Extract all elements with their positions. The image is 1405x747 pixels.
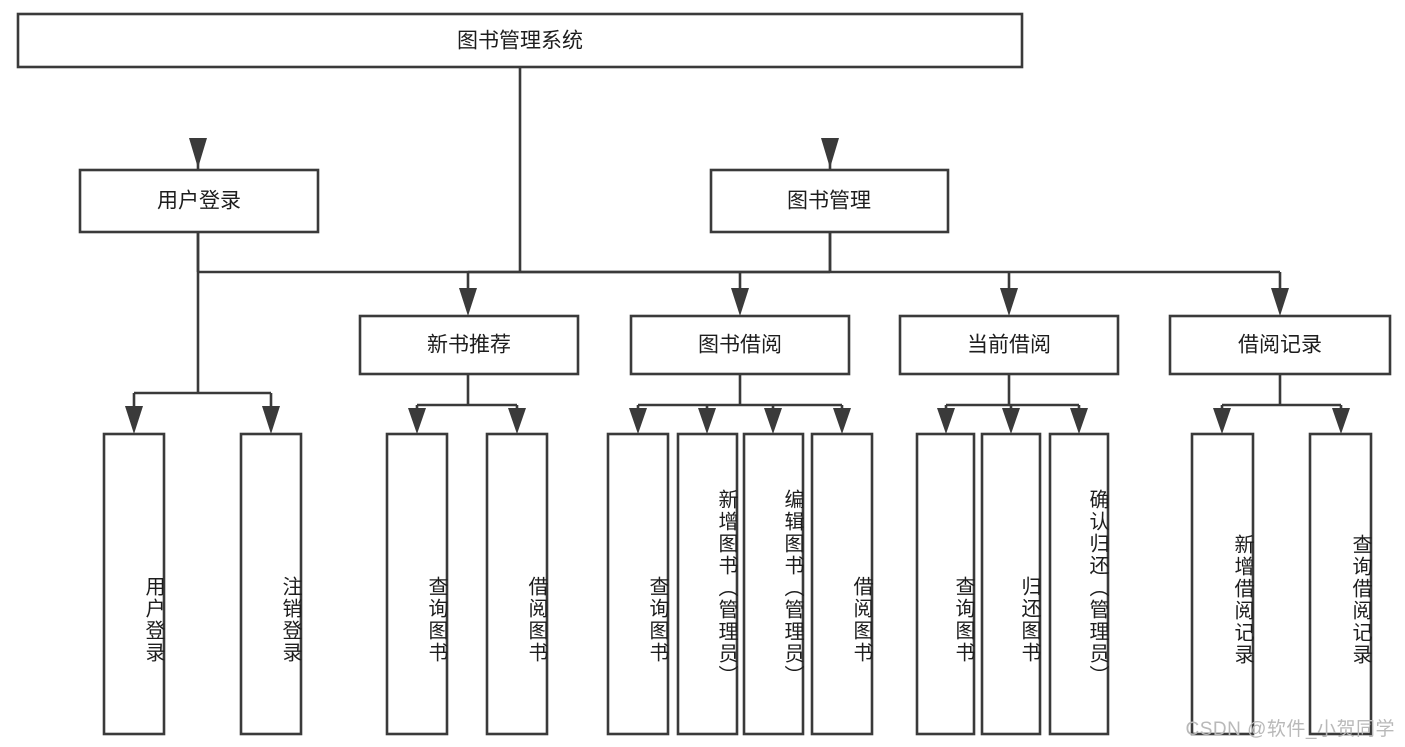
node-box-leaf-logout[interactable] — [239, 432, 303, 736]
node-box-leaf-borrow-book-1[interactable] — [485, 432, 549, 736]
node-box-leaf-query-book-2[interactable] — [606, 432, 670, 736]
node-label-user-login: 用户登录 — [157, 190, 241, 213]
connector-group-newbookrec-to-leaves — [408, 374, 526, 434]
node-box-book-borrow[interactable] — [629, 314, 851, 376]
node-label-root: 图书管理系统 — [457, 30, 583, 53]
arrow-to-borrow-record-icon — [1271, 288, 1289, 316]
arrow-to-leaf-add-record-icon — [1213, 408, 1231, 434]
arrow-to-leaf-borrow-book-2-icon — [833, 408, 851, 434]
node-box-root[interactable] — [16, 12, 1024, 69]
arrow-to-leaf-query-record-icon — [1332, 408, 1350, 434]
node-label-current-borrow: 当前借阅 — [967, 334, 1051, 357]
node-box-leaf-add-record[interactable] — [1190, 432, 1255, 736]
arrow-to-leaf-query-book-1-icon — [408, 408, 426, 434]
node-label-new-book-rec: 新书推荐 — [427, 334, 511, 357]
arrow-to-leaf-return-book-icon — [1002, 408, 1020, 434]
node-box-borrow-record[interactable] — [1168, 314, 1392, 376]
horizontal-node-labels: 图书管理系统 用户登录 图书管理 新书推荐 图书借阅 当前借阅 借阅记录 — [157, 30, 1322, 357]
arrow-to-book-borrow-icon — [731, 288, 749, 316]
node-label-borrow-record: 借阅记录 — [1238, 334, 1322, 357]
node-box-leaf-return-book[interactable] — [980, 432, 1042, 736]
node-label-book-manage: 图书管理 — [787, 190, 871, 213]
node-box-leaf-confirm-return[interactable] — [1048, 432, 1110, 736]
arrow-to-new-book-rec-icon — [459, 288, 477, 316]
arrow-to-leaf-user-login-icon — [125, 406, 143, 434]
node-box-leaf-query-book-3[interactable] — [915, 432, 976, 736]
node-box-new-book-rec[interactable] — [358, 314, 580, 376]
node-box-book-manage[interactable] — [709, 168, 950, 234]
arrow-to-book-manage-icon — [821, 138, 839, 168]
connector-group-bookmanage-to-level2 — [459, 232, 1289, 316]
node-box-leaf-add-book[interactable] — [676, 432, 739, 736]
arrow-to-user-login-icon — [189, 138, 207, 168]
arrow-to-leaf-query-book-2-icon — [629, 408, 647, 434]
node-boxes — [16, 12, 1392, 736]
connector-group-borrowrecord-to-leaves — [1213, 374, 1350, 434]
arrow-to-leaf-confirm-return-icon — [1070, 408, 1088, 434]
node-box-leaf-borrow-book-2[interactable] — [810, 432, 874, 736]
csdn-watermark: CSDN @软件_小贺同学 — [1185, 719, 1395, 740]
node-box-leaf-user-login[interactable] — [102, 432, 166, 736]
arrow-to-leaf-edit-book-icon — [764, 408, 782, 434]
connector-group-userlogin-to-leaves — [125, 232, 280, 434]
arrow-to-leaf-borrow-book-1-icon — [508, 408, 526, 434]
arrow-to-leaf-add-book-icon — [698, 408, 716, 434]
node-box-leaf-query-record[interactable] — [1308, 432, 1373, 736]
node-box-user-login[interactable] — [78, 168, 320, 234]
arrow-to-leaf-logout-icon — [262, 406, 280, 434]
arrow-to-leaf-query-book-3-icon — [937, 408, 955, 434]
arrow-to-current-borrow-icon — [1000, 288, 1018, 316]
node-box-leaf-query-book-1[interactable] — [385, 432, 449, 736]
connector-group-bookborrow-to-leaves — [629, 374, 851, 434]
connector-group-currentborrow-to-leaves — [937, 374, 1088, 434]
node-box-current-borrow[interactable] — [898, 314, 1120, 376]
node-label-book-borrow: 图书借阅 — [698, 334, 782, 357]
node-box-leaf-edit-book[interactable] — [742, 432, 805, 736]
